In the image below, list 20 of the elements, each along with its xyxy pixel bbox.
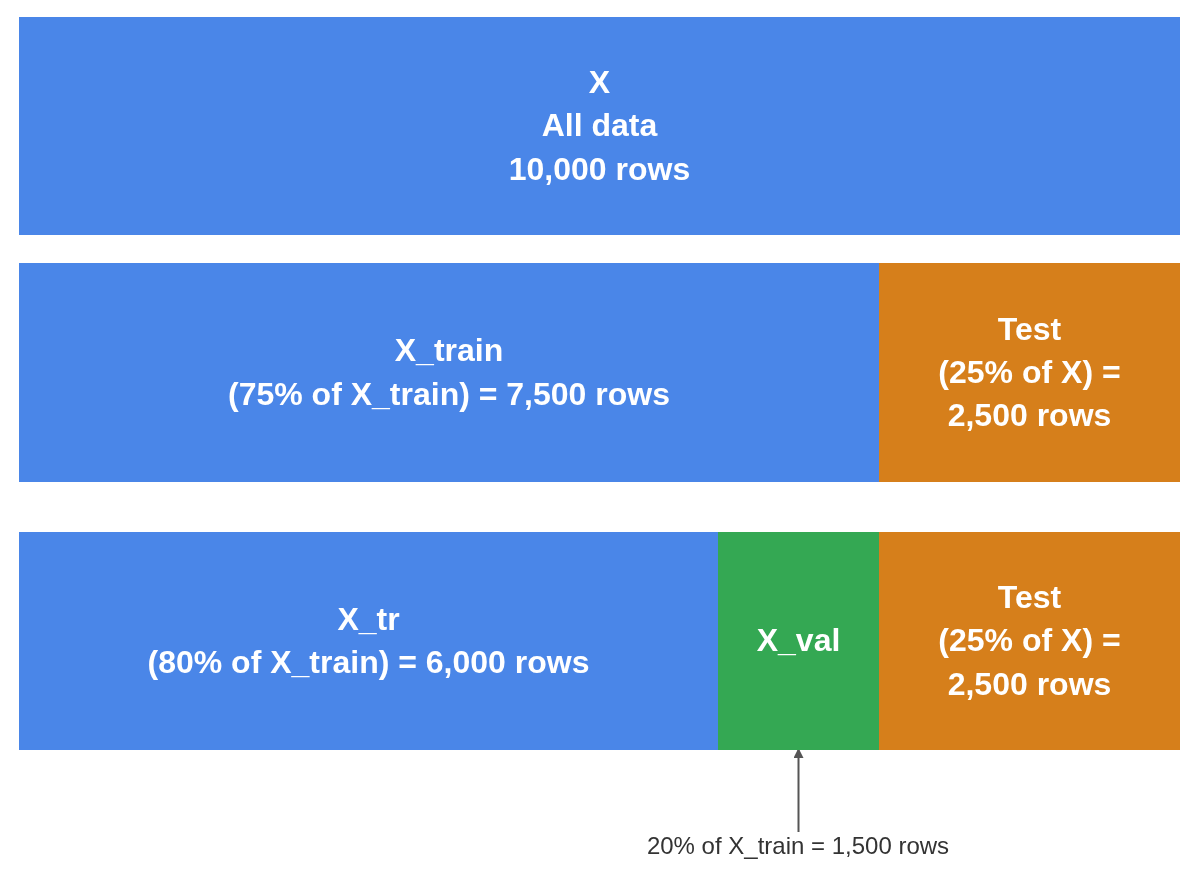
- segment-title: Test: [997, 309, 1062, 349]
- annotation-text: 20% of X_train = 1,500 rows: [646, 832, 950, 860]
- segment-description: (25% of X) = 2,500 rows: [937, 352, 1122, 436]
- segment-title: X: [588, 63, 611, 103]
- segment-description: 10,000 rows: [508, 149, 691, 189]
- arrow: [793, 748, 804, 833]
- data-segment: [879, 263, 1180, 482]
- segment-description: All data: [541, 106, 658, 146]
- segment-description: (75% of X_train) = 7,500 rows: [228, 374, 670, 414]
- segment-title: X_val: [756, 621, 841, 661]
- segment-description: (80% of X_train) = 6,000 rows: [147, 643, 590, 682]
- segment-description: (25% of X) = 2,500 rows: [937, 621, 1122, 704]
- segment-title: Test: [997, 578, 1062, 618]
- segment-title: X_tr: [337, 599, 400, 639]
- data-segment: [879, 532, 1180, 750]
- segment-title: X_train: [394, 331, 504, 371]
- data-segment: [718, 532, 879, 750]
- data-segment: [19, 532, 718, 750]
- data-bar: [19, 17, 1180, 235]
- data-segment: [19, 263, 879, 482]
